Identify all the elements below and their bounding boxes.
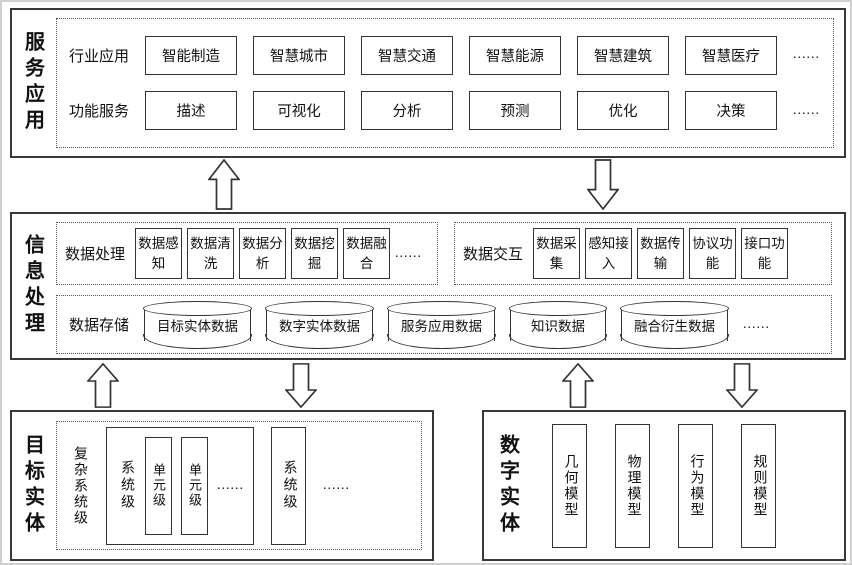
service-application-layer: 服务应用 行业应用 智能制造 智慧城市 智慧交通 智慧能源 智慧建筑 智慧医疗 …: [10, 8, 846, 158]
model-label: 行为模型: [688, 453, 704, 518]
storage-cylinder: 数字实体数据: [265, 301, 374, 349]
unit-level-box: 单元级: [181, 436, 208, 535]
data-processing-item: 数据挖掘: [291, 228, 339, 279]
function-services-label: 功能服务: [69, 104, 130, 121]
industry-apps-label: 行业应用: [69, 48, 130, 65]
unit-level-label: 单元级: [187, 463, 202, 508]
system-level-label: 系统级: [281, 460, 297, 511]
system-level-box-b: 系统级: [271, 426, 306, 545]
data-interaction-item: 数据采集: [533, 228, 581, 279]
function-service-item: 决策: [685, 91, 778, 131]
info-layer-content: 数据处理 数据感知 数据清洗 数据分析 数据挖掘 数据融合 ...... 数据交…: [54, 214, 844, 358]
data-processing-item: 数据感知: [135, 228, 183, 279]
function-services-row: 功能服务 描述 可视化 分析 预测 优化 决策 ......: [69, 91, 821, 131]
storage-cylinder-label: 目标实体数据: [157, 318, 239, 334]
data-processing-item: 数据分析: [239, 228, 287, 279]
info-layer-label: 信息处理: [21, 234, 44, 338]
system-level-box-a: 系统级 单元级 单元级 ......: [106, 426, 254, 545]
storage-cylinder: 融合衍生数据: [620, 301, 729, 349]
industry-app-item: 智慧交通: [361, 35, 454, 75]
industry-app-item: 智慧医疗: [685, 35, 778, 75]
complex-system-level-label: 复杂系统级: [72, 445, 87, 526]
information-processing-layer: 信息处理 数据处理 数据感知 数据清洗 数据分析 数据挖掘 数据融合 .....…: [10, 212, 846, 360]
data-storage-ellipsis: ......: [743, 316, 771, 332]
storage-cylinder-label: 数字实体数据: [279, 318, 361, 334]
storage-cylinder-label: 融合衍生数据: [634, 318, 716, 334]
industry-app-item: 智能制造: [145, 35, 238, 75]
function-service-item: 优化: [577, 91, 670, 131]
model-box: 规则模型: [741, 423, 776, 548]
data-storage-group: 数据存储 目标实体数据 数字实体数据 服务应用数据 知识数据 融合衍生数据 ..…: [56, 295, 832, 354]
industry-app-item: 智慧城市: [253, 35, 346, 75]
service-groups-container: 行业应用 智能制造 智慧城市 智慧交通 智慧能源 智慧建筑 智慧医疗 .....…: [56, 18, 834, 148]
model-label: 规则模型: [751, 453, 767, 518]
target-entity-container: 复杂系统级 系统级 单元级 单元级 ...... 系统级 ......: [56, 421, 422, 550]
data-interaction-item: 感知接入: [585, 228, 633, 279]
data-processing-item: 数据清洗: [187, 228, 235, 279]
digital-entity-layer: 数字实体 几何模型 物理模型 行为模型 规则模型: [482, 410, 846, 561]
data-processing-label: 数据处理: [65, 247, 126, 263]
storage-cylinder-label: 服务应用数据: [401, 318, 483, 334]
digital-models-container: 几何模型 物理模型 行为模型 规则模型: [532, 412, 844, 559]
system-level-ellipsis: ......: [323, 477, 350, 493]
storage-cylinder: 知识数据: [509, 301, 607, 349]
storage-cylinder: 目标实体数据: [143, 301, 252, 349]
digital-layer-label: 数字实体: [496, 433, 519, 538]
function-service-item: 分析: [361, 91, 454, 131]
system-level-label: 系统级: [119, 460, 134, 511]
unit-level-label: 单元级: [151, 463, 166, 508]
info-top-row: 数据处理 数据感知 数据清洗 数据分析 数据挖掘 数据融合 ...... 数据交…: [56, 222, 832, 285]
arrow-down-icon: [285, 363, 317, 408]
data-processing-ellipsis: ......: [395, 245, 423, 261]
model-label: 物理模型: [625, 453, 641, 518]
model-label: 几何模型: [562, 453, 578, 518]
unit-level-ellipsis: ......: [217, 477, 244, 493]
industry-app-item: 智慧建筑: [577, 35, 670, 75]
arrow-up-icon: [87, 363, 119, 408]
target-entity-layer: 目标实体 复杂系统级 系统级 单元级 单元级 ...... 系统级 ......: [10, 410, 434, 561]
industry-apps-row: 行业应用 智能制造 智慧城市 智慧交通 智慧能源 智慧建筑 智慧医疗 .....…: [69, 35, 821, 75]
arrow-down-icon: [726, 363, 758, 408]
function-service-item: 可视化: [253, 91, 346, 131]
data-interaction-group: 数据交互 数据采集 感知接入 数据传输 协议功能 接口功能: [454, 222, 832, 285]
function-service-item: 预测: [469, 91, 562, 131]
model-box: 几何模型: [552, 423, 587, 548]
storage-cylinder: 服务应用数据: [387, 301, 496, 349]
arrow-down-icon: [587, 159, 619, 210]
arrow-up-icon: [208, 159, 240, 210]
model-box: 物理模型: [615, 423, 650, 548]
arrow-up-icon: [562, 363, 594, 408]
data-processing-item: 数据融合: [343, 228, 391, 279]
target-layer-label: 目标实体: [21, 433, 44, 538]
function-services-ellipsis: ......: [793, 102, 821, 118]
service-layer-label: 服务应用: [21, 31, 44, 135]
data-processing-group: 数据处理 数据感知 数据清洗 数据分析 数据挖掘 数据融合 ......: [56, 222, 438, 285]
unit-level-box: 单元级: [145, 436, 172, 535]
data-interaction-label: 数据交互: [463, 247, 524, 263]
data-interaction-item: 数据传输: [637, 228, 685, 279]
industry-apps-ellipsis: ......: [793, 47, 821, 63]
storage-cylinder-label: 知识数据: [531, 318, 586, 334]
data-interaction-item: 协议功能: [689, 228, 737, 279]
data-storage-label: 数据存储: [69, 318, 130, 334]
industry-app-item: 智慧能源: [469, 35, 562, 75]
model-box: 行为模型: [678, 423, 713, 548]
function-service-item: 描述: [145, 91, 238, 131]
data-interaction-item: 接口功能: [741, 228, 789, 279]
